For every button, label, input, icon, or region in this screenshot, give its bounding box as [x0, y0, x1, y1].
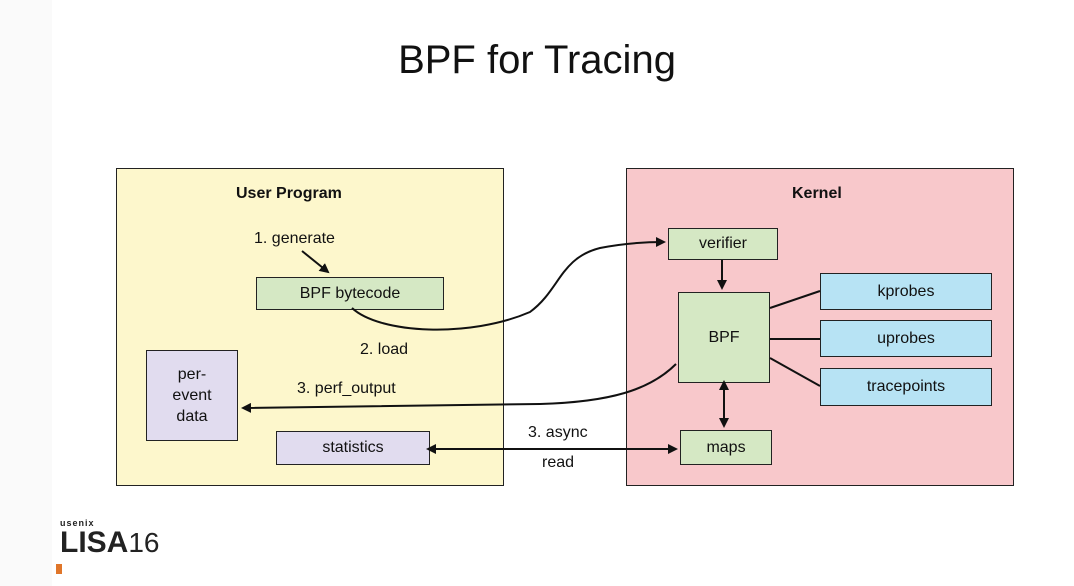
lisa-number: 16: [128, 527, 160, 558]
perf-output-arrow: [241, 363, 677, 413]
async-label-line-1: 3. async: [528, 424, 588, 441]
kprobes-box: kprobes: [820, 273, 992, 310]
slide-title: BPF for Tracing: [398, 38, 676, 82]
statistics-box: statistics: [276, 431, 430, 465]
per-event-data-box: per- event data: [146, 350, 238, 441]
usenix-text: usenix: [60, 518, 95, 528]
kernel-title: Kernel: [792, 185, 842, 202]
lisa-brand: LISA: [60, 526, 129, 559]
lisa16-logo: usenix LISA16: [56, 518, 160, 574]
per-event-line-1: per-: [177, 366, 207, 383]
bpf-tracepoints-line: [769, 357, 821, 387]
perf-output-label: 3. perf_output: [297, 380, 396, 397]
generate-label: 1. generate: [254, 230, 335, 247]
user-program-title: User Program: [236, 185, 342, 202]
bpf-box: BPF: [678, 292, 770, 383]
generate-arrow: [301, 250, 330, 274]
logo-accent-mark: [56, 564, 62, 574]
load-arrow: [351, 237, 666, 331]
per-event-line-3: data: [176, 408, 208, 425]
per-event-line-2: event: [172, 387, 212, 404]
tracepoints-box: tracepoints: [820, 368, 992, 406]
async-label-line-2: read: [542, 454, 575, 471]
left-margin-shade: [0, 0, 52, 586]
verifier-box: verifier: [668, 228, 778, 260]
maps-box: maps: [680, 430, 772, 465]
load-label: 2. load: [360, 341, 409, 358]
lisa-wordmark: LISA16: [60, 528, 160, 558]
bpf-kprobes-line: [769, 290, 821, 309]
uprobes-box: uprobes: [820, 320, 992, 357]
bpf-bytecode-box: BPF bytecode: [256, 277, 444, 310]
